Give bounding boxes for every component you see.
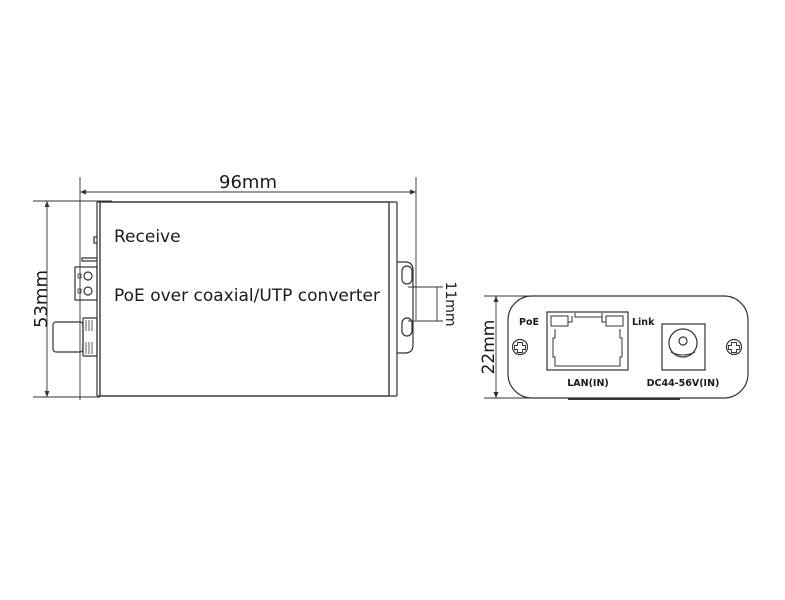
dc-jack-ring xyxy=(668,328,698,358)
terminal-screw-2 xyxy=(83,286,93,296)
led-link xyxy=(605,315,624,327)
width-dimension-label: 96mm xyxy=(219,172,277,193)
dc-port-label: DC44-56V(IN) xyxy=(647,378,720,389)
mounting-hole-top xyxy=(401,265,413,285)
screw-left-cross xyxy=(514,342,526,353)
led-poe-label: PoE xyxy=(519,317,539,328)
rj45-jack xyxy=(546,311,629,371)
lan-port-label: LAN(IN) xyxy=(567,378,609,389)
mounting-hole-bottom xyxy=(401,317,413,337)
mode-label: Receive xyxy=(114,227,181,247)
screw-right xyxy=(725,338,743,356)
dc-jack-pin xyxy=(678,336,688,346)
screw-left xyxy=(511,338,529,356)
terminal-block xyxy=(74,266,98,301)
terminal-screw-1 xyxy=(83,271,93,281)
led-poe xyxy=(550,315,569,327)
product-label: PoE over coaxial/UTP converter xyxy=(114,286,380,306)
height-dimension-label: 53mm xyxy=(31,270,52,328)
hole-spacing-label: 11mm xyxy=(442,281,458,326)
mounting-ear xyxy=(397,261,414,354)
bnc-connector-body xyxy=(52,321,84,353)
dc-jack xyxy=(661,323,706,371)
front-height-label: 22mm xyxy=(479,320,499,375)
left-tab xyxy=(93,236,97,244)
rj45-opening xyxy=(552,329,623,367)
bnc-connector-thread xyxy=(82,317,98,357)
screw-right-cross xyxy=(728,342,740,353)
led-link-label: Link xyxy=(632,317,655,328)
